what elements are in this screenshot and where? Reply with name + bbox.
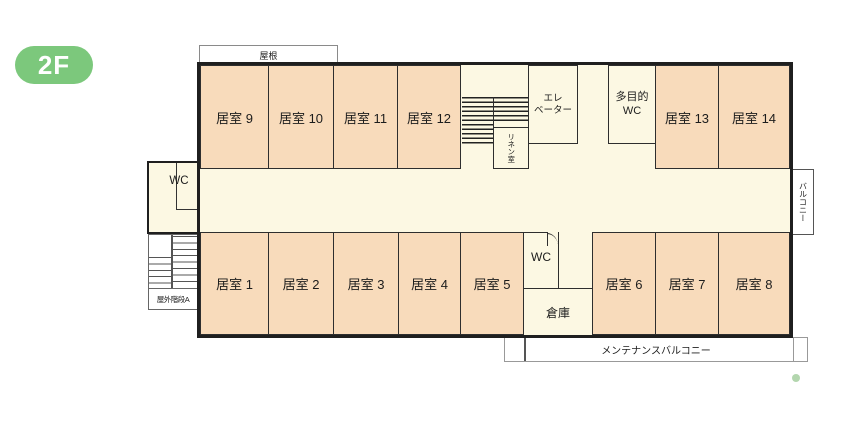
- interior-staircase-treads-icon: [462, 124, 494, 145]
- building-outline: 居室 9 居室 10 居室 11 居室 12 居室 13 居室 14 エレ ベー…: [197, 62, 793, 338]
- balcony-label: バルコニー: [798, 182, 808, 222]
- stair-rail-icon: [171, 235, 173, 288]
- balcony-right: バルコニー: [791, 169, 814, 235]
- stair-divider: [493, 97, 494, 128]
- roof-label: 屋根: [259, 50, 278, 61]
- storage-room: 倉庫: [523, 288, 593, 335]
- multipurpose-wc: 多目的 WC: [608, 65, 656, 144]
- room-1: 居室 1: [200, 232, 269, 335]
- wall-divider: [793, 338, 794, 361]
- multipurpose-wc-label: WC: [622, 104, 642, 117]
- floor-badge: 2F: [15, 46, 93, 84]
- multipurpose-wc-label: 多目的: [615, 91, 649, 104]
- room-6: 居室 6: [592, 232, 656, 335]
- linen-room-label: リネン室: [506, 133, 516, 163]
- linen-room: リネン室: [493, 127, 529, 169]
- room-14: 居室 14: [718, 65, 790, 169]
- stair-treads-icon: [149, 257, 172, 288]
- wall-divider: [176, 209, 198, 210]
- room-7: 居室 7: [655, 232, 719, 335]
- room-4: 居室 4: [398, 232, 461, 335]
- elevator-label: ベーター: [533, 104, 572, 116]
- wall-divider: [176, 163, 177, 209]
- maintenance-balcony-label: メンテナンスバルコニー: [601, 346, 711, 357]
- room-9: 居室 9: [200, 65, 269, 169]
- elevator-label: エレ: [543, 93, 563, 105]
- room-12: 居室 12: [397, 65, 461, 169]
- stair-treads-icon: [173, 236, 197, 287]
- room-5: 居室 5: [460, 232, 524, 335]
- storage-label: 倉庫: [545, 305, 570, 320]
- interior-staircase-treads-icon: [462, 97, 528, 124]
- wc-room-left: WC: [147, 161, 201, 234]
- maintenance-balcony: メンテナンスバルコニー: [504, 337, 808, 362]
- outdoor-stairs-label: 屋外階段A: [149, 288, 197, 309]
- room-11: 居室 11: [333, 65, 398, 169]
- wc-center-label: WC: [531, 250, 551, 264]
- wall-divider: [523, 232, 548, 233]
- wc-left-label: WC: [169, 175, 189, 187]
- room-8: 居室 8: [718, 232, 790, 335]
- elevator: エレ ベーター: [528, 65, 578, 144]
- outdoor-staircase: 屋外階段A: [148, 234, 198, 310]
- wall-divider: [524, 338, 526, 361]
- green-dot-decoration: [792, 374, 800, 382]
- room-10: 居室 10: [268, 65, 334, 169]
- room-13: 居室 13: [655, 65, 719, 169]
- room-3: 居室 3: [333, 232, 399, 335]
- room-2: 居室 2: [268, 232, 334, 335]
